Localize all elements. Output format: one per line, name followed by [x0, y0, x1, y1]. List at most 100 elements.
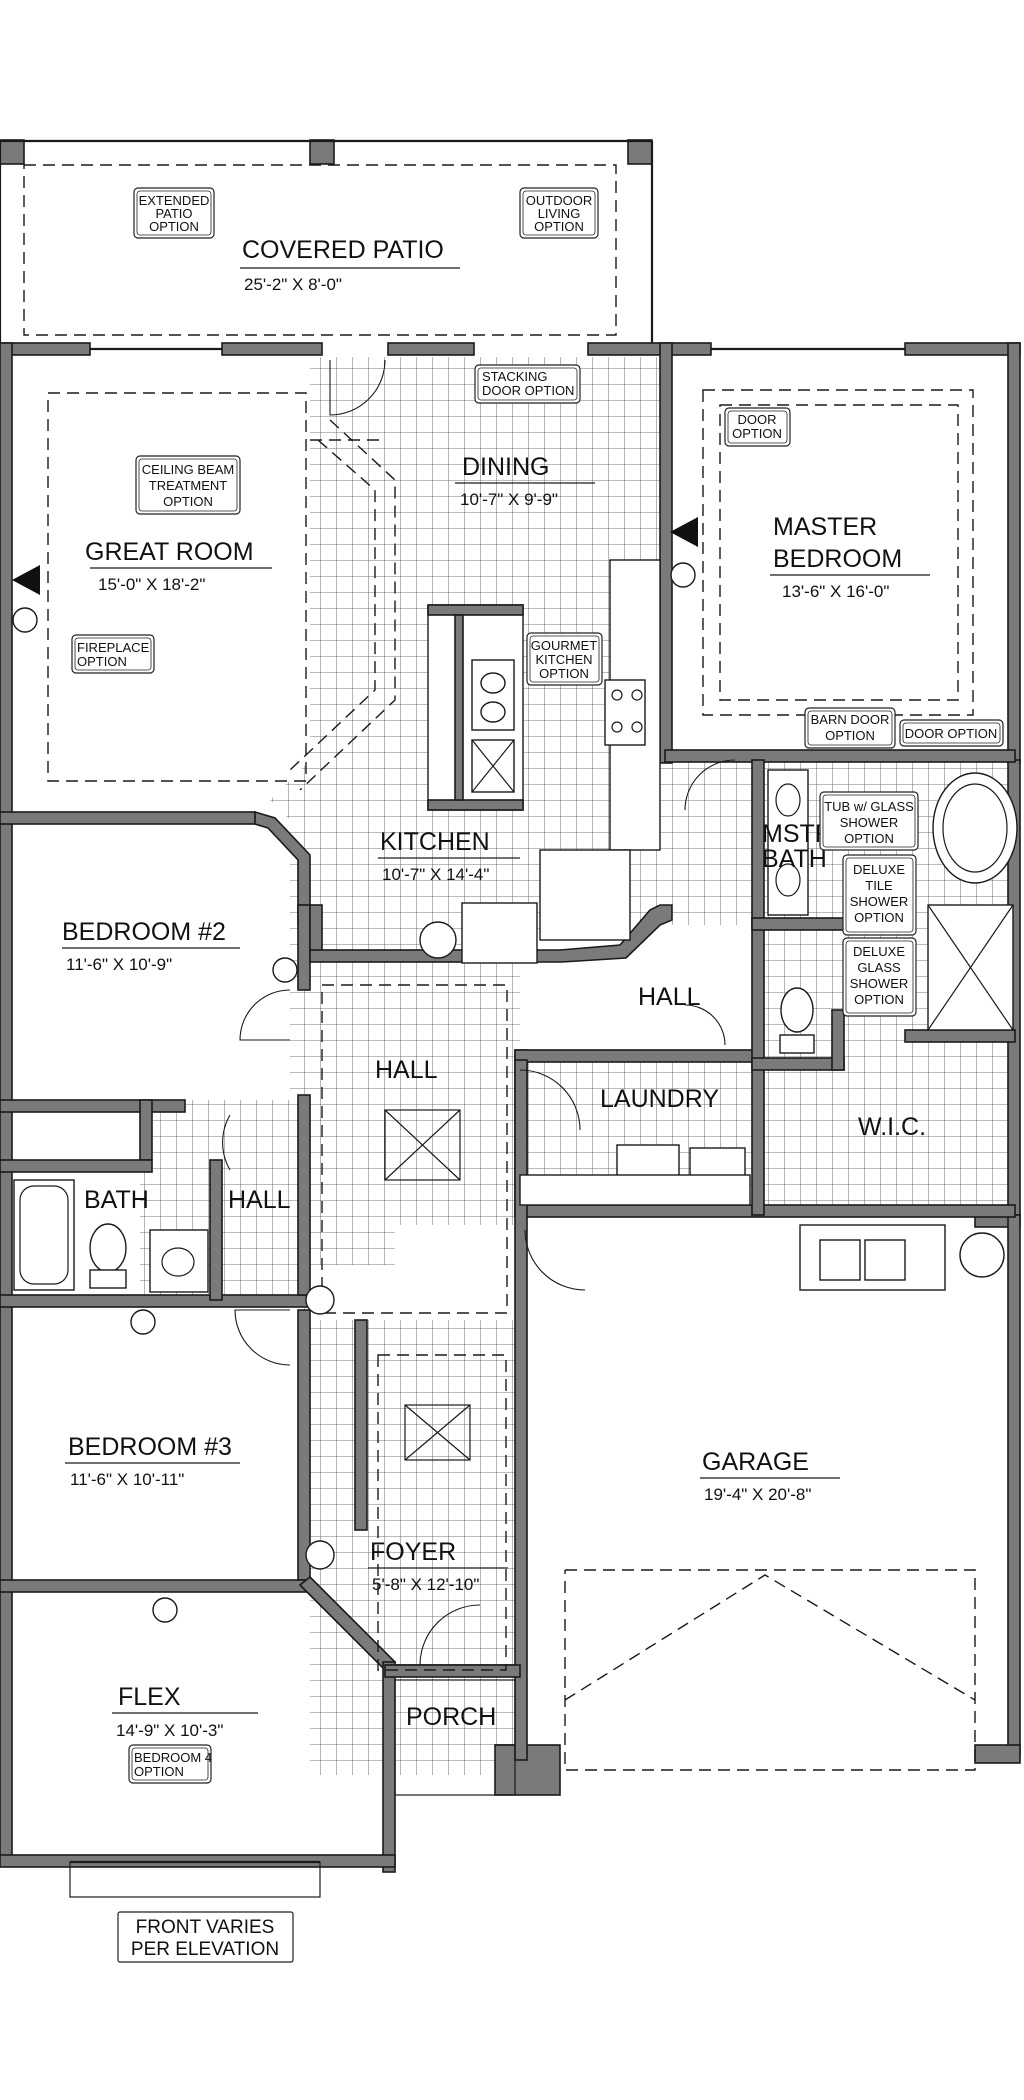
stacking-door-option: STACKING DOOR OPTION — [474, 364, 581, 404]
rear-wall-3 — [387, 342, 475, 356]
master-door — [684, 759, 736, 811]
flex-dims: 14'-9" X 10'-3" — [116, 1721, 223, 1740]
hall-center-label: HALL — [375, 1056, 438, 1084]
laundry-door — [519, 1069, 581, 1131]
garage-entry-door — [524, 1229, 586, 1291]
master-bath-west-wall — [751, 759, 765, 1216]
ceiling-fixtures — [12, 517, 698, 1623]
barn-door-option: BARN DOOR OPTION — [804, 707, 896, 749]
hall-left-label: HALL — [228, 1186, 291, 1214]
foyer-dims: 5'-8" X 12'-10" — [372, 1575, 479, 1594]
great-room-label: GREAT ROOM — [85, 538, 254, 566]
great-room-arrow-icon — [12, 565, 40, 595]
bedroom2-door — [239, 989, 291, 1041]
svg-text:EXTENDED: EXTENDED — [139, 193, 210, 208]
gourmet-kitchen-option: GOURMET KITCHEN OPTION — [526, 632, 603, 686]
tub-glass-shower-option: TUB w/ GLASS SHOWER OPTION — [819, 791, 919, 851]
laundry-north-wall — [514, 1049, 756, 1063]
svg-text:SHOWER: SHOWER — [850, 976, 909, 991]
svg-text:SHOWER: SHOWER — [840, 815, 899, 830]
foyer-east-wall — [514, 1059, 528, 1761]
svg-text:GLASS: GLASS — [857, 960, 901, 975]
master-kitchen-wall — [659, 342, 673, 764]
covered-patio-label: COVERED PATIO — [242, 236, 444, 264]
bedroom3-east-wall — [297, 1309, 311, 1581]
master-bedroom-label-1: MASTER — [773, 513, 877, 541]
bathtub-icon — [13, 1179, 75, 1291]
dining-label: DINING — [462, 453, 550, 481]
foyer-south-wall — [384, 1664, 521, 1678]
laundry-shelf — [519, 1174, 751, 1206]
hall-tray — [321, 984, 508, 1314]
garage-front-pier-right — [974, 1744, 1021, 1764]
svg-text:DELUXE: DELUXE — [853, 944, 905, 959]
pantry-counter — [461, 902, 538, 964]
svg-text:OPTION: OPTION — [149, 219, 199, 234]
foyer-light — [404, 1404, 471, 1461]
svg-text:OPTION: OPTION — [77, 654, 127, 669]
master-outlet — [670, 562, 696, 588]
svg-text:OPTION: OPTION — [534, 219, 584, 234]
kitchen-dims: 10'-7" X 14'-4" — [382, 865, 489, 884]
garage-door-roof — [564, 1574, 976, 1701]
garage-north-wall — [514, 1204, 1016, 1218]
svg-text:BEDROOM 4: BEDROOM 4 — [134, 1750, 212, 1765]
bath-door — [222, 1114, 231, 1171]
bath-partition-top — [139, 1099, 153, 1161]
hall-pantry-door — [684, 1004, 726, 1046]
island-divider — [454, 614, 464, 801]
flex-outlet — [152, 1597, 178, 1623]
tub-icon — [932, 772, 1018, 884]
svg-text:FIREPLACE: FIREPLACE — [77, 640, 150, 655]
master-arrow-icon — [670, 517, 698, 547]
right-exterior-wall-upper — [1007, 342, 1021, 764]
bath-north-wall — [0, 1159, 153, 1173]
toilet-icon — [780, 987, 814, 1033]
svg-text:DOOR OPTION: DOOR OPTION — [482, 383, 574, 398]
svg-text:SHOWER: SHOWER — [850, 894, 909, 909]
foyer-column-2 — [305, 1540, 335, 1570]
svg-text:DOOR OPTION: DOOR OPTION — [905, 726, 997, 741]
dining-angle-2 — [289, 439, 376, 771]
svg-text:OPTION: OPTION — [844, 831, 894, 846]
outdoor-living-option: OUTDOOR LIVING OPTION — [519, 187, 599, 239]
garage-dims: 19'-4" X 20'-8" — [704, 1485, 811, 1504]
svg-text:TILE: TILE — [865, 878, 893, 893]
rear-wall-1 — [0, 342, 91, 356]
garage-right-wall — [1007, 1214, 1021, 1756]
kitchen-angled-wall — [519, 904, 673, 963]
mstr-bath-mid-wall — [751, 917, 845, 931]
ceiling-beam-option: CEILING BEAM TREATMENT OPTION — [135, 455, 241, 515]
extended-patio-option: EXTENDED PATIO OPTION — [133, 187, 215, 239]
doors — [222, 359, 736, 1666]
hall-west-wall — [297, 1094, 311, 1296]
master-tray-inner — [719, 404, 959, 701]
garage-hvac-icon — [959, 1232, 1005, 1278]
svg-text:KITCHEN: KITCHEN — [535, 652, 592, 667]
cooktop-icon — [604, 679, 646, 746]
hall-toilet-icon — [89, 1223, 127, 1273]
front-note: FRONT VARIES PER ELEVATION — [117, 1911, 294, 1963]
patio-door — [329, 359, 386, 416]
sink-bowl-2 — [480, 701, 506, 723]
wic-door-option: DOOR OPTION — [899, 719, 1004, 747]
room-labels: COVERED PATIO 25'-2" X 8'-0" GREAT ROOM … — [62, 236, 930, 1740]
hall-sink-icon — [149, 1229, 209, 1293]
deluxe-glass-shower-option: DELUXE GLASS SHOWER OPTION — [842, 937, 917, 1017]
flex-east-wall — [382, 1661, 396, 1873]
svg-text:OPTION: OPTION — [539, 666, 589, 681]
bath-east-wall — [209, 1159, 223, 1301]
great-room-dims: 15'-0" X 18'-2" — [98, 575, 205, 594]
garage-door-outline — [564, 1569, 976, 1771]
wic-north-wall-left — [751, 1057, 845, 1071]
great-room-outlet — [12, 607, 38, 633]
hall-right-floor — [665, 760, 760, 925]
svg-text:OPTION: OPTION — [134, 1764, 184, 1779]
svg-text:OPTION: OPTION — [825, 728, 875, 743]
dashed-outlines — [47, 389, 976, 1771]
island-top-edge — [427, 604, 524, 616]
deluxe-tile-shower-option: DELUXE TILE SHOWER OPTION — [842, 854, 917, 936]
svg-text:DOOR: DOOR — [738, 412, 777, 427]
sink-bowl-1 — [480, 672, 506, 694]
hall-pillar-1 — [309, 904, 323, 956]
